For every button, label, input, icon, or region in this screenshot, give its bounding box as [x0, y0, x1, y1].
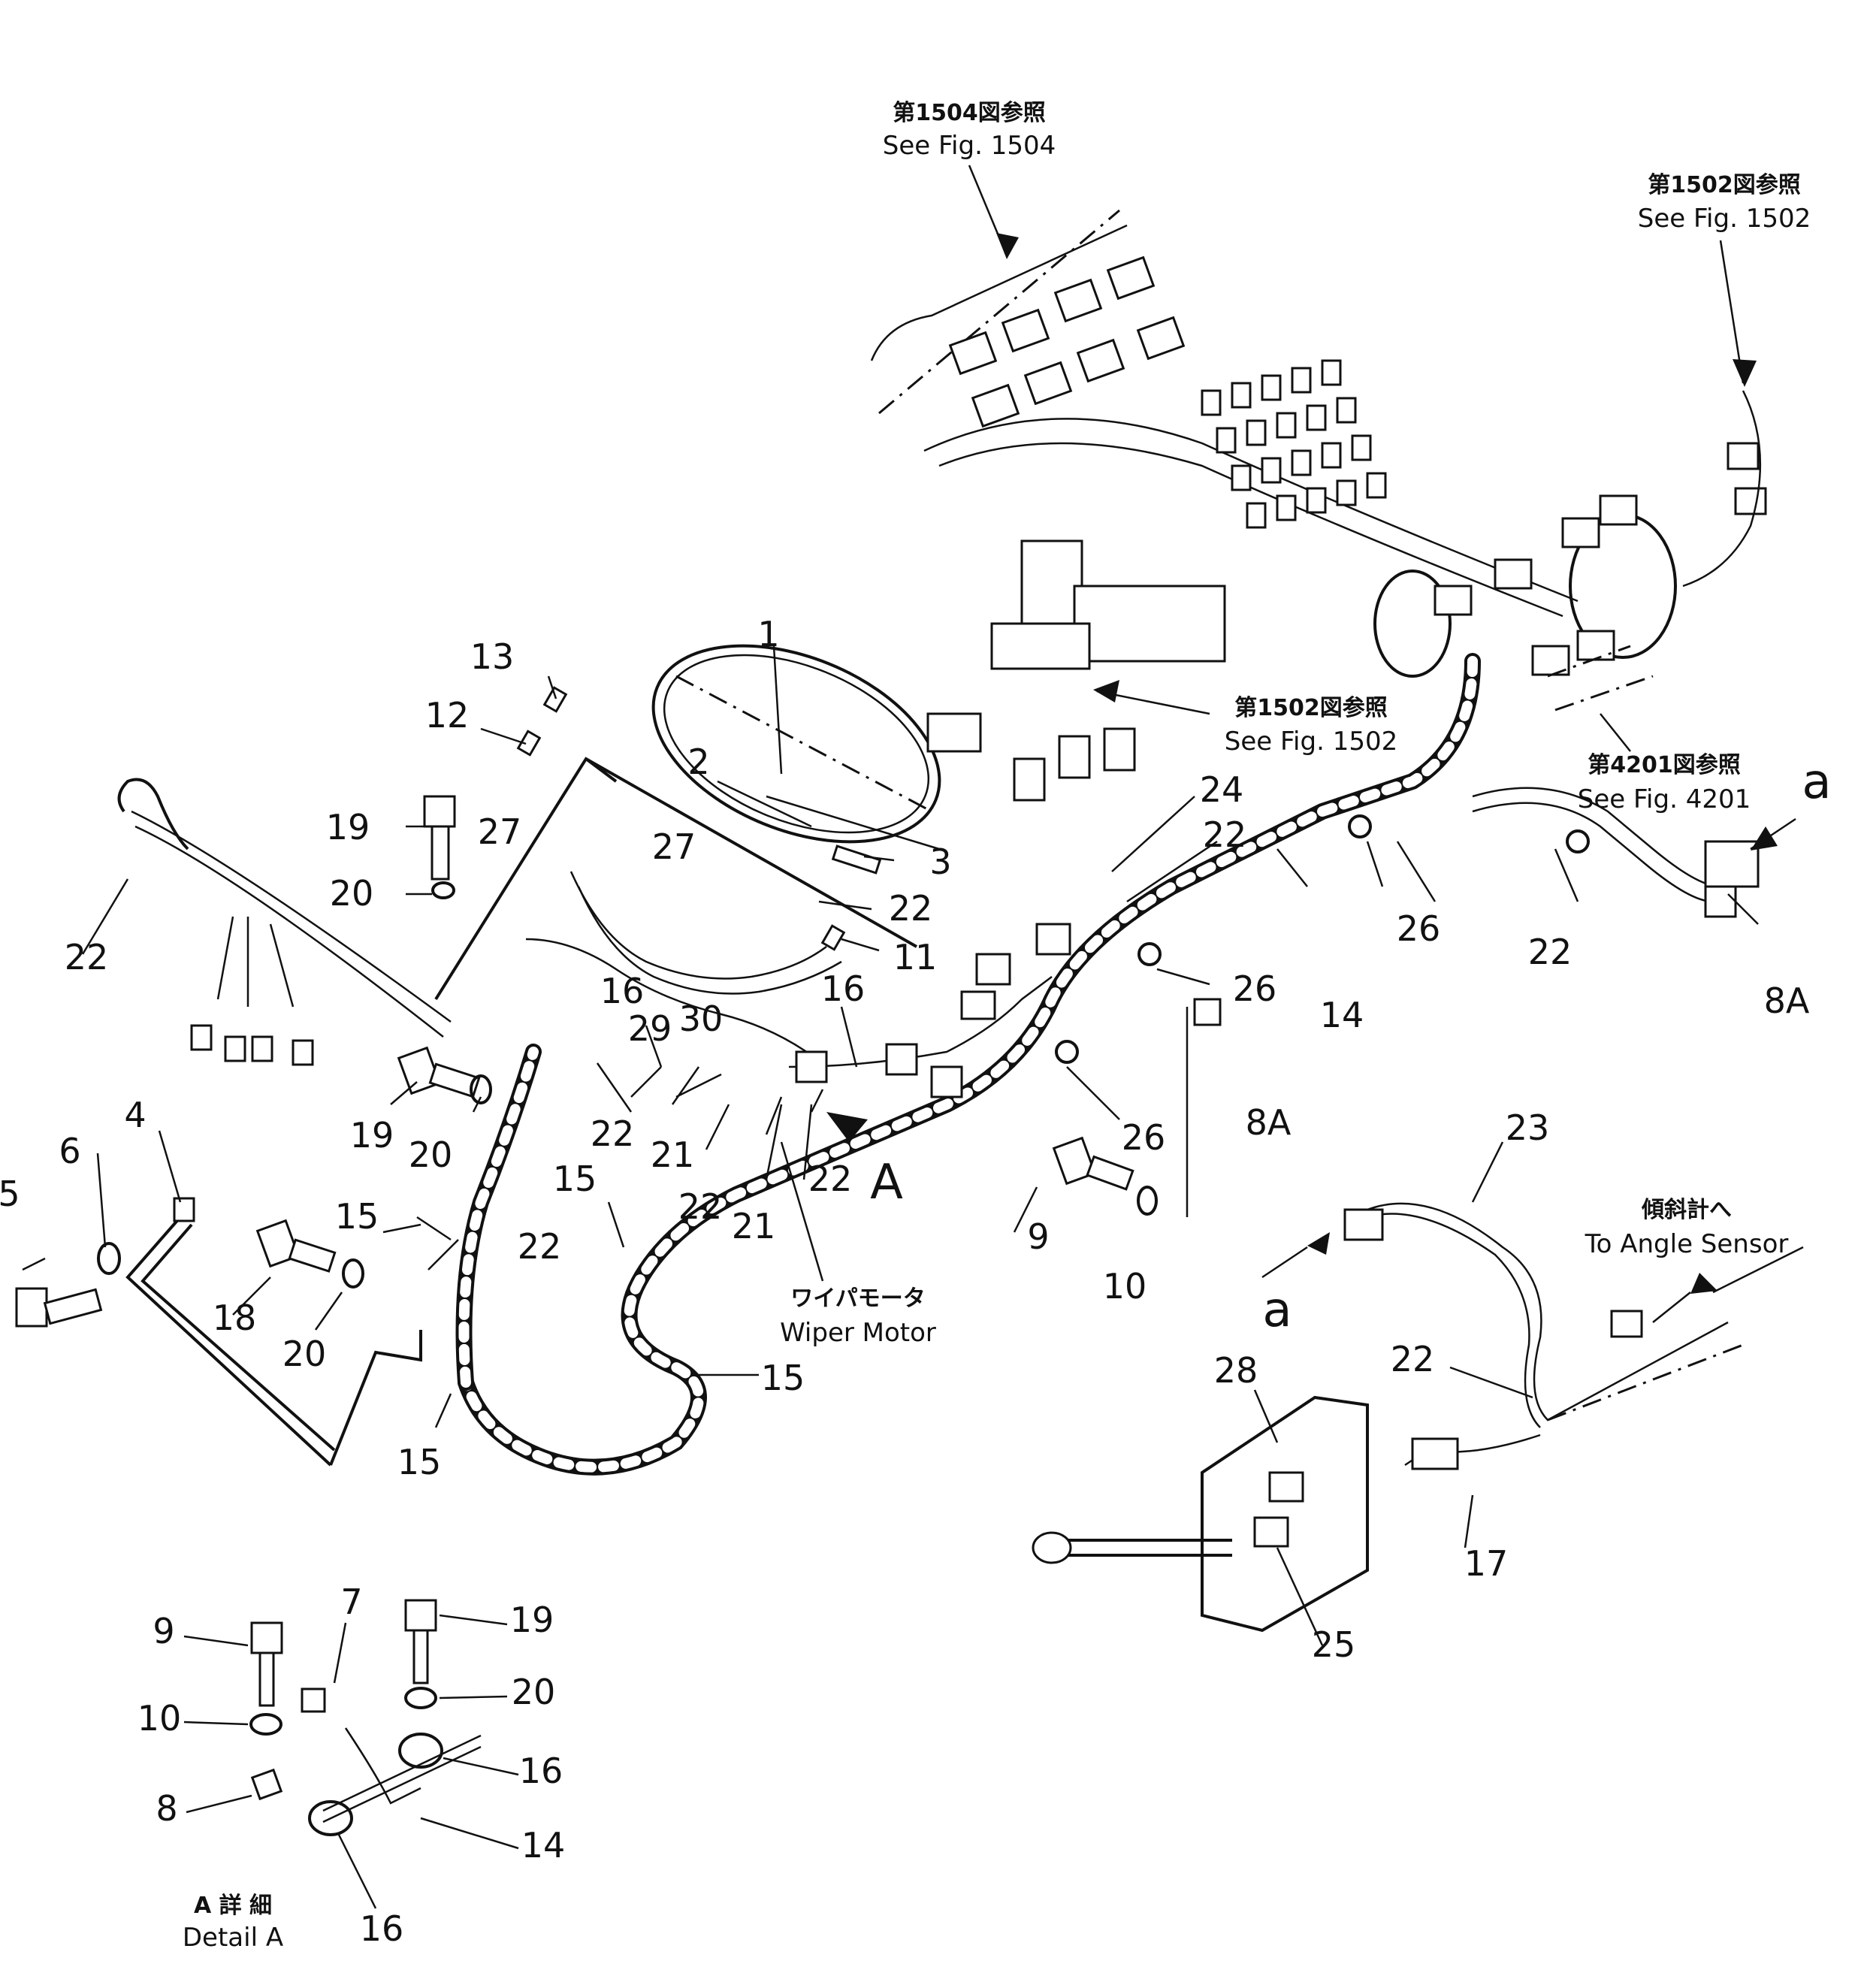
callout-1: 1 [757, 614, 779, 654]
view-a-marker: A [870, 1155, 903, 1210]
angle-sensor-label-en: To Angle Sensor [1585, 1229, 1789, 1259]
callout-22-center-c: 22 [808, 1159, 853, 1199]
callout-27-b: 27 [652, 826, 696, 867]
callout-15-b: 15 [335, 1196, 379, 1237]
callout-22-right: 22 [1528, 932, 1573, 972]
marker-a-bottom: a [1262, 1283, 1292, 1338]
callout-20-top: 20 [330, 873, 374, 914]
callout-21-a: 21 [651, 1134, 695, 1175]
callout-30: 30 [679, 999, 724, 1039]
callout-24: 24 [1200, 769, 1244, 810]
fig1502-top-ref-jp: 第1502図参照 [1648, 172, 1801, 198]
callout-27-a: 27 [478, 811, 522, 852]
detail-callout-16-right: 16 [519, 1751, 563, 1791]
callout-21-b: 21 [732, 1206, 776, 1246]
leader-lines [22, 165, 1804, 1646]
callout-23: 23 [1506, 1107, 1550, 1148]
arrows [826, 233, 1778, 1294]
callout-22-sensor: 22 [1391, 1339, 1435, 1379]
callout-20-mid: 20 [409, 1134, 453, 1175]
wiper-motor-label-en: Wiper Motor [780, 1318, 936, 1348]
angle-sensor-harness [1032, 1202, 1744, 1633]
detail-callout-14: 14 [521, 1825, 566, 1866]
fig4201-ref-jp: 第4201図参照 [1588, 752, 1741, 778]
detail-callout-20: 20 [512, 1672, 556, 1712]
callout-16-a: 16 [600, 971, 645, 1011]
callout-26-b: 26 [1233, 968, 1277, 1009]
callout-29: 29 [628, 1008, 672, 1049]
callout-13: 13 [470, 636, 515, 677]
wiper-motor-label-jp: ワイパモータ [790, 1286, 925, 1312]
bracket-assembly [15, 795, 1222, 1467]
detail-callout-9: 9 [153, 1611, 174, 1651]
callout-2: 2 [687, 742, 709, 782]
callout-22-harness: 22 [1203, 814, 1247, 855]
callout-28: 28 [1214, 1350, 1258, 1391]
callout-19-top: 19 [326, 807, 370, 847]
fig1502-mid-ref-jp: 第1502図参照 [1234, 695, 1388, 721]
callout-15-c: 15 [761, 1358, 805, 1398]
callout-15-a: 15 [553, 1159, 597, 1199]
detail-a-drawing [249, 1599, 482, 1836]
callout-10: 10 [1103, 1266, 1147, 1307]
callout-22-console: 22 [889, 888, 933, 929]
callout-6: 6 [59, 1131, 80, 1171]
callout-9: 9 [1027, 1216, 1049, 1257]
steering-console [434, 644, 1136, 1098]
detail-a-label-en: Detail A [183, 1923, 283, 1953]
fig1502-top-ref-en: See Fig. 1502 [1638, 204, 1811, 234]
callout-8a-center: 8A [1246, 1102, 1292, 1143]
callout-22-center-b: 22 [678, 1186, 723, 1227]
callout-20-low: 20 [282, 1334, 327, 1374]
main-harness [455, 653, 1760, 1476]
callout-14: 14 [1320, 995, 1364, 1035]
detail-callout-10: 10 [137, 1698, 182, 1739]
callout-11: 11 [893, 937, 938, 977]
callout-12: 12 [425, 695, 470, 736]
fig1504-ref-jp: 第1504図参照 [893, 100, 1046, 126]
fuse-relay-harness [870, 209, 1767, 712]
callout-26-c: 26 [1122, 1117, 1166, 1158]
callout-5: 5 [0, 1174, 20, 1214]
detail-callout-16-bottom: 16 [360, 1908, 404, 1949]
callout-3: 3 [929, 841, 951, 882]
callout-22-lower: 22 [518, 1226, 562, 1267]
callout-16-b: 16 [821, 968, 866, 1009]
callout-18: 18 [213, 1298, 257, 1338]
callout-26-a: 26 [1397, 908, 1441, 949]
callout-19-mid: 19 [350, 1115, 394, 1156]
callout-22-center-a: 22 [591, 1113, 635, 1154]
callout-25: 25 [1312, 1624, 1356, 1665]
callout-17: 17 [1464, 1543, 1509, 1584]
callout-8a-right: 8A [1764, 980, 1810, 1021]
left-harness [117, 778, 452, 1066]
marker-a-top: a [1802, 754, 1831, 810]
detail-leader-lines [183, 1614, 519, 1909]
angle-sensor-label-jp: 傾斜計へ [1641, 1197, 1732, 1223]
detail-callout-7: 7 [340, 1582, 362, 1622]
detail-callout-19: 19 [510, 1600, 554, 1640]
callout-22-left: 22 [65, 937, 109, 977]
fig1502-mid-ref-en: See Fig. 1502 [1225, 727, 1397, 757]
fig1504-ref-en: See Fig. 1504 [883, 131, 1056, 161]
detail-a-label-jp: A 詳 細 [194, 1893, 272, 1919]
callout-4: 4 [124, 1095, 146, 1135]
detail-callout-8: 8 [156, 1788, 177, 1829]
fig4201-ref-en: See Fig. 4201 [1578, 784, 1751, 814]
callout-15-d: 15 [397, 1442, 442, 1482]
